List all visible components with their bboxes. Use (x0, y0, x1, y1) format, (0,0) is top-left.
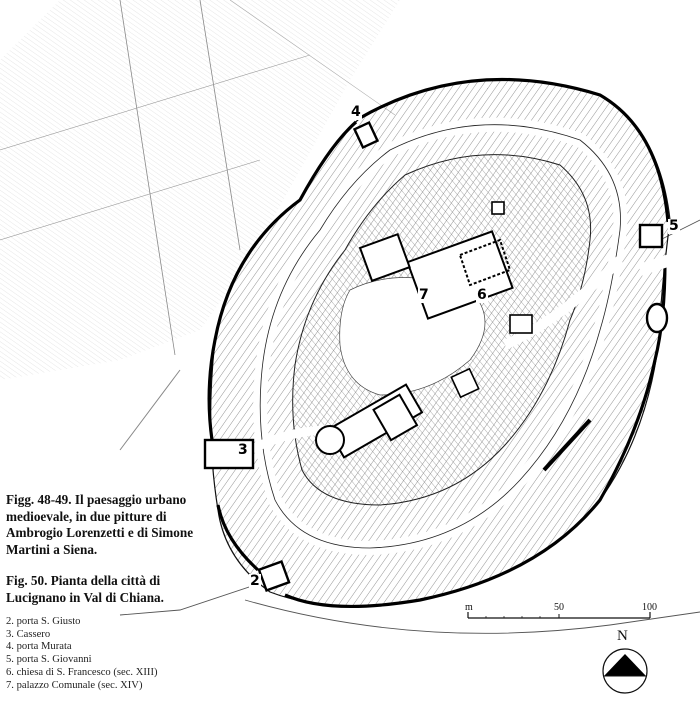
marker-4-porta-murata: 4 (350, 104, 362, 120)
caption-figs-48-49: Figg. 48-49. Il paesaggio urbano medioev… (6, 492, 194, 557)
legend-item: 4. porta Murata (6, 641, 72, 653)
legend-item: 2. porta S. Giusto (6, 616, 81, 627)
north-arrow: N (598, 628, 652, 700)
scale-tick-50: 50 (554, 602, 564, 613)
legend-item: 3. Cassero (6, 628, 51, 640)
marker-7-palazzo-comunale: 7 (418, 287, 430, 303)
marker-6-san-francesco: 6 (476, 287, 488, 303)
marker-5-porta-san-giovanni: 5 (668, 218, 680, 234)
legend-item: 5. porta S. Giovanni (6, 654, 92, 666)
compass-icon (602, 648, 648, 694)
scale-tick-100: 100 (642, 602, 657, 613)
scale-unit: m (465, 602, 473, 613)
collegiata-church (315, 383, 424, 459)
scale-bar: m 50 100 (464, 602, 664, 634)
map-legend: 2. porta S. Giusto 3. Cassero 4. porta M… (6, 616, 158, 692)
small-building-east (450, 201, 533, 399)
palazzo-comunale (358, 232, 411, 283)
marker-3-cassero: 3 (237, 442, 249, 458)
caption-fig-50: Fig. 50. Pianta della città di Lucignano… (6, 573, 164, 605)
marker-2-porta-san-giusto: 2 (249, 573, 261, 589)
legend-item: 7. palazzo Comunale (sec. XIV) (6, 679, 143, 691)
legend-item: 6. chiesa di S. Francesco (sec. XIII) (6, 666, 158, 678)
surrounding-fields (0, 0, 400, 451)
city-wall (207, 77, 670, 609)
north-label: N (617, 628, 628, 644)
